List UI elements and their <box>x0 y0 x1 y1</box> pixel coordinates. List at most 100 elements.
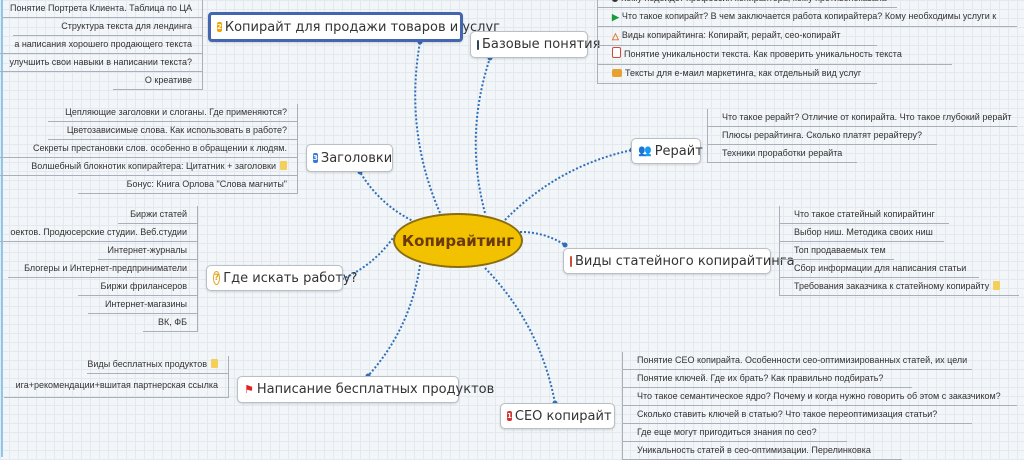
red-flag-icon: ⚑ <box>244 382 254 396</box>
connector-arrow-icon <box>562 242 568 248</box>
subtopic-item[interactable]: Тексты для е-маил маркетинга, как отдель… <box>597 65 877 84</box>
subtopic-label: Плюсы рерайтинга. Сколько платят рерайте… <box>722 130 923 140</box>
connector-articles <box>519 230 566 246</box>
subtopic-item[interactable]: Понятие уникальности текста. Как провери… <box>597 46 952 65</box>
subtopic-item[interactable]: Кому подойдет профессия копирайтера, ком… <box>597 0 897 8</box>
subtopic-item[interactable]: Понятие ключей. Где их брать? Как правил… <box>622 370 912 388</box>
mail-icon <box>612 69 622 77</box>
subtopic-item[interactable]: Виды бесплатных продуктов <box>87 356 229 374</box>
canvas-edge <box>1 0 3 457</box>
subtopic-item[interactable]: Биржи статей <box>118 206 198 224</box>
question-icon: ? <box>213 271 221 285</box>
subtopic-label: Понятие Портрета Клиента. Таблица по ЦА <box>10 3 192 13</box>
warning-icon: △ <box>612 31 619 41</box>
subtopic-item[interactable]: Структура текста для лендинга <box>13 18 203 36</box>
subtopic-item[interactable]: Сколько ставить ключей в статью? Что так… <box>622 406 972 424</box>
subtopic-label: Интернет-магазины <box>104 299 187 309</box>
connector-rewrite <box>504 149 633 221</box>
connector-headlines <box>359 171 416 223</box>
subtopic-label: Что такое семантическое ядро? Почему и к… <box>637 391 1001 401</box>
subtopic-label: ВК, ФБ <box>158 317 187 327</box>
document-icon <box>570 255 572 267</box>
subtopic-item[interactable]: Волшебный блокнотик копирайтера: Цитатни… <box>0 158 298 176</box>
subtopic-label: Секреты престановки слов. особенно в обр… <box>33 143 287 153</box>
subtopic-label: Интернет-журналы <box>107 245 188 255</box>
subtopic-item[interactable]: оектов. Продюсерские студии. Веб.студии <box>0 224 198 242</box>
topic-label: Рерайт <box>654 143 703 159</box>
subtopic-item[interactable]: Техники проработки рерайта <box>707 145 857 163</box>
connector-free <box>367 264 421 377</box>
subtopic-item[interactable]: Сбор информации для написания статьи <box>779 260 979 278</box>
subtopic-item[interactable]: ВК, ФБ <box>143 314 198 332</box>
subtopic-item[interactable]: Уникальность статей в сео-оптимизации. П… <box>622 442 902 460</box>
subtopic-item[interactable]: Бонус: Книга Орлова "Слова магниты" <box>78 176 298 194</box>
topic-label: Заголовки <box>320 150 393 166</box>
subtopic-item[interactable]: Плюсы рерайтинга. Сколько платят рерайте… <box>707 127 937 145</box>
subtopic-label: Уникальность статей в сео-оптимизации. П… <box>637 445 871 455</box>
subtopic-item[interactable]: Цветозависимые слова. Как использовать в… <box>48 122 298 140</box>
subtopic-label: ига+рекомендации+вшитая партнерская ссыл… <box>15 380 218 390</box>
people-icon: 👥 <box>638 144 652 157</box>
central-topic[interactable]: Копирайтинг <box>393 213 523 268</box>
subtopic-label: а написания хорошего продающего текста <box>14 39 192 49</box>
subtopic-item[interactable]: Где еще могут пригодиться знания по сео? <box>622 424 847 442</box>
priority-3-icon: 3 <box>313 153 318 163</box>
topic-free[interactable]: ⚑Написание бесплатных продуктов <box>237 376 494 403</box>
subtopic-label: Блогеры и Интернет-предприниматели <box>24 263 187 273</box>
subtopic-item[interactable]: Интернет-журналы <box>98 242 198 260</box>
subtopic-label: Сколько ставить ключей в статью? Что так… <box>637 409 938 419</box>
topic-label: Виды статейного копирайтинга <box>575 253 795 269</box>
subtopic-label: Кому подойдет профессия копирайтера, ком… <box>621 0 887 3</box>
topic-jobs[interactable]: ?Где искать работу? <box>206 265 357 291</box>
subtopic-item[interactable]: ▶Что такое копирайт? В чем заключается р… <box>597 8 1017 27</box>
topic-basics[interactable]: Базовые понятия <box>470 31 600 58</box>
subtopic-item[interactable]: Выбор ниш. Методика своих ниш <box>779 224 944 242</box>
dot-icon <box>612 0 618 2</box>
subtopic-item[interactable]: Блогеры и Интернет-предприниматели <box>8 260 198 278</box>
subtopic-label: Понятие ключей. Где их брать? Как правил… <box>637 373 884 383</box>
topic-label: Базовые понятия <box>482 37 601 52</box>
subtopic-item[interactable]: ига+рекомендации+вшитая партнерская ссыл… <box>4 374 229 398</box>
subtopic-label: Бонус: Книга Орлова "Слова магниты" <box>126 179 287 189</box>
connector-seo <box>484 267 556 404</box>
subtopic-item[interactable]: улучшить свои навыки в написании текста? <box>0 54 203 72</box>
subtopic-label: оектов. Продюсерские студии. Веб.студии <box>10 227 187 237</box>
subtopic-item[interactable]: △Виды копирайтинга: Копирайт, рерайт, се… <box>597 27 877 46</box>
subtopic-item[interactable]: О креативе <box>113 72 203 90</box>
subtopic-item[interactable]: Интернет-магазины <box>88 296 198 314</box>
subtopic-label: улучшить свои навыки в написании текста? <box>9 57 193 67</box>
subtopic-label: Где еще могут пригодиться знания по сео? <box>637 427 817 437</box>
subtopic-label: Виды бесплатных продуктов <box>87 359 207 369</box>
subtopic-item[interactable]: Топ продаваемых тем <box>779 242 894 260</box>
subtopic-item[interactable]: Понятие СЕО копирайта. Особенности сео-о… <box>622 352 972 370</box>
subtopic-item[interactable]: Понятие Портрета Клиента. Таблица по ЦА <box>3 0 203 18</box>
topic-label: Копирайт для продажи товаров и услуг <box>224 19 500 35</box>
green-flag-icon: ▶ <box>612 12 619 22</box>
topic-articles[interactable]: Виды статейного копирайтинга <box>563 248 795 274</box>
subtopic-label: Топ продаваемых тем <box>794 245 886 255</box>
connector-sales <box>414 41 441 214</box>
subtopic-item[interactable]: Что такое рерайт? Отличие от копирайта. … <box>707 109 1017 127</box>
subtopic-label: Виды копирайтинга: Копирайт, рерайт, сео… <box>621 30 841 40</box>
card-icon <box>477 39 479 50</box>
document-icon <box>612 47 621 58</box>
subtopic-item[interactable]: Цепляющие заголовки и слоганы. Где приме… <box>48 104 298 122</box>
subtopic-label: Биржи фрилансеров <box>100 281 187 291</box>
topic-label: СЕО копирайт <box>514 408 612 424</box>
subtopic-item[interactable]: Требования заказчика к статейному копира… <box>779 278 1019 296</box>
priority-2-icon: 2 <box>217 22 222 32</box>
subtopic-item[interactable]: а написания хорошего продающего текста <box>0 36 203 54</box>
subtopic-item[interactable]: Что такое статейный копирайтинг <box>779 206 949 224</box>
topic-rewrite[interactable]: 👥Рерайт <box>631 138 703 164</box>
subtopic-label: Структура текста для лендинга <box>61 21 192 31</box>
subtopic-item[interactable]: Секреты престановки слов. особенно в обр… <box>0 140 298 158</box>
subtopic-label: Биржи статей <box>130 209 187 219</box>
subtopic-item[interactable]: Биржи фрилансеров <box>78 278 198 296</box>
subtopic-label: Требования заказчика к статейному копира… <box>794 281 990 291</box>
subtopic-label: Что такое статейный копирайтинг <box>794 209 935 219</box>
subtopic-label: Волшебный блокнотик копирайтера: Цитатни… <box>31 161 276 171</box>
subtopic-item[interactable]: Что такое семантическое ядро? Почему и к… <box>622 388 1017 406</box>
